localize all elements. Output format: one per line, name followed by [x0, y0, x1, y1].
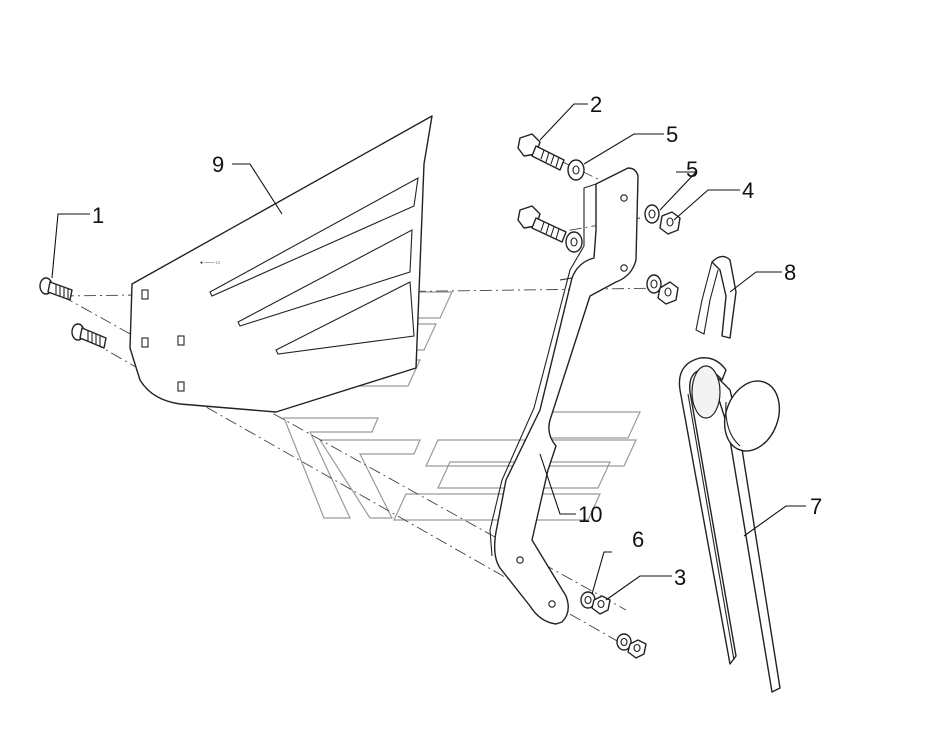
part-10-bracket-arm	[489, 167, 639, 625]
part-9-slotted-plate: ● —— ▭	[129, 115, 433, 413]
part-4-nut	[659, 211, 681, 235]
callout-5a: 5	[666, 122, 678, 147]
part-1-carriage-bolt-2	[71, 323, 107, 349]
part-2-hex-bolt	[517, 133, 565, 171]
part-5-washer	[567, 159, 585, 181]
callout-3: 3	[674, 565, 686, 590]
part-7-lock-pin	[678, 357, 781, 693]
part-5-washer-2	[565, 231, 583, 253]
callout-10: 10	[578, 502, 602, 527]
callout-2: 2	[590, 92, 602, 117]
part-1-carriage-bolt	[39, 277, 73, 301]
part-3-nut	[591, 595, 611, 615]
part-6-washer-2	[616, 633, 632, 651]
callout-4: 4	[742, 178, 754, 203]
callout-labels: 1 2 5 5 4 8 9 6 3 7 10	[92, 92, 822, 590]
svg-text:● —— ▭: ● —— ▭	[200, 260, 221, 266]
part-4-nut-2	[657, 281, 679, 305]
callout-7: 7	[810, 494, 822, 519]
callout-8: 8	[784, 260, 796, 285]
callout-6: 6	[632, 527, 644, 552]
part-5-washer-4	[646, 274, 662, 294]
part-6-washer	[580, 591, 596, 609]
callout-1: 1	[92, 203, 104, 228]
callout-5b: 5	[686, 157, 698, 182]
leader-lines	[51, 103, 806, 601]
part-2-hex-bolt-2	[517, 205, 567, 243]
callout-9: 9	[212, 152, 224, 177]
part-3-nut-2	[627, 639, 647, 659]
part-5-washer-3	[644, 204, 660, 224]
part-8-spring-clip	[695, 255, 737, 339]
